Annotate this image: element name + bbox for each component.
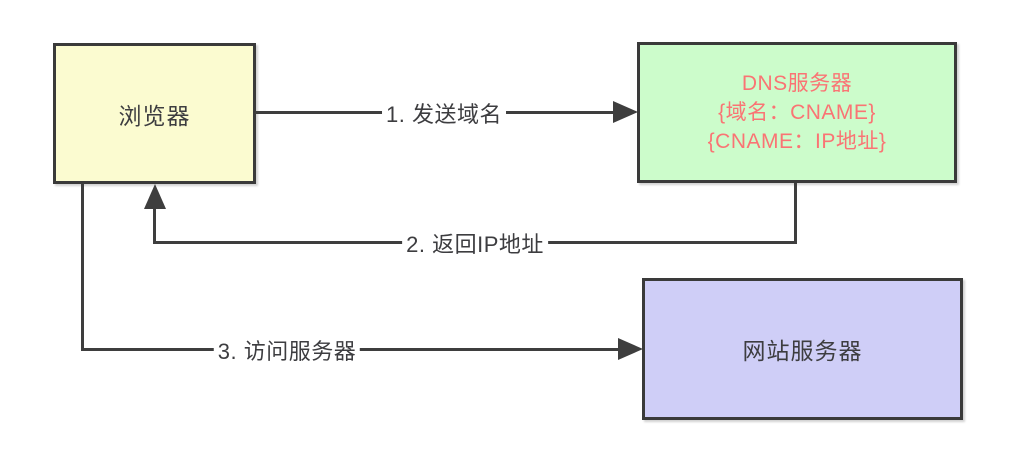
arrow1-label: 1. 发送域名 [382, 97, 506, 129]
arrow1-head-right-icon [613, 101, 638, 123]
node-browser: 浏览器 [53, 43, 256, 184]
node-dns-title: DNS服务器 [741, 72, 853, 95]
arrow3-line-down [81, 183, 84, 351]
arrow2-line-up [153, 206, 156, 244]
node-dns-mapping-cname-ip: {CNAME：IP地址} [707, 130, 887, 153]
arrow2-line-down [794, 183, 797, 244]
arrow3-head-right-icon [618, 338, 643, 360]
node-browser-label: 浏览器 [118, 102, 191, 129]
node-dns-server: DNS服务器 {域名：CNAME} {CNAME：IP地址} [637, 42, 957, 183]
node-web-server: 网站服务器 [642, 278, 963, 420]
node-dns-mapping-domain-cname: {域名：CNAME} [718, 101, 876, 124]
arrow2-label: 2. 返回IP地址 [402, 227, 548, 259]
arrow2-head-up-icon [144, 184, 166, 209]
arrow3-label: 3. 访问服务器 [213, 334, 361, 366]
node-web-server-label: 网站服务器 [742, 338, 863, 364]
